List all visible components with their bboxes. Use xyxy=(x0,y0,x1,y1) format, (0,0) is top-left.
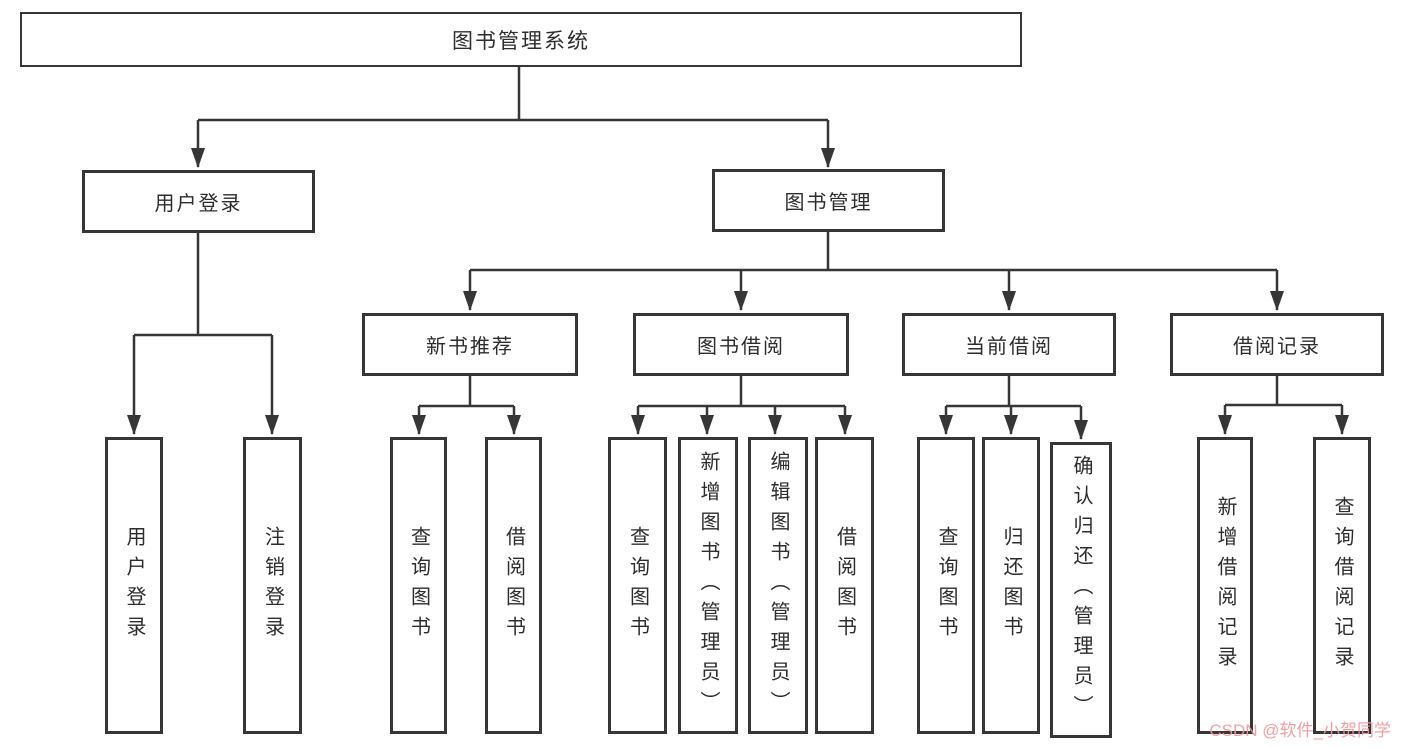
leaf-query-books-current: 查询图书 xyxy=(917,437,975,734)
node-label: 图书管理系统 xyxy=(452,29,590,53)
leaf-add-books-admin: 新增图书（管理员） xyxy=(678,437,738,734)
node-book-borrowing: 图书借阅 xyxy=(633,313,849,376)
node-book-management: 图书管理 xyxy=(712,169,945,232)
node-label: 查询图书 xyxy=(626,525,649,646)
leaf-return-books: 归还图书 xyxy=(982,437,1040,734)
node-borrowing-records: 借阅记录 xyxy=(1170,313,1384,376)
leaf-logout: 注销登录 xyxy=(243,437,302,734)
node-label: 新增借阅记录 xyxy=(1214,495,1236,676)
node-label: 归还图书 xyxy=(1000,525,1022,646)
leaf-borrow-books-borrowing: 借阅图书 xyxy=(815,437,874,734)
leaf-borrow-books-recommend: 借阅图书 xyxy=(485,437,542,734)
node-label: 注销登录 xyxy=(261,525,284,646)
leaf-user-login: 用户登录 xyxy=(105,437,163,734)
leaf-add-borrow-record: 新增借阅记录 xyxy=(1197,437,1253,734)
csdn-watermark: CSDN @软件_小贺同学 xyxy=(1209,721,1391,740)
node-library-management-system: 图书管理系统 xyxy=(20,12,1022,67)
node-user-login: 用户登录 xyxy=(82,170,315,233)
node-label: 图书管理 xyxy=(784,192,873,214)
leaf-query-books-borrowing: 查询图书 xyxy=(608,437,667,734)
node-label: 新书推荐 xyxy=(426,336,514,358)
node-label: 借阅图书 xyxy=(502,525,525,646)
leaf-confirm-return-admin: 确认归还（管理员） xyxy=(1050,442,1112,738)
node-label: 借阅图书 xyxy=(833,525,856,646)
node-label: 用户登录 xyxy=(154,193,243,215)
node-new-book-recommendation: 新书推荐 xyxy=(362,313,578,376)
node-current-borrowing: 当前借阅 xyxy=(902,313,1116,376)
node-label: 新增图书（管理员） xyxy=(697,450,719,721)
node-label: 当前借阅 xyxy=(965,336,1053,358)
node-label: 查询借阅记录 xyxy=(1331,495,1353,676)
node-label: 用户登录 xyxy=(123,525,145,646)
node-label: 借阅记录 xyxy=(1233,336,1321,358)
node-label: 图书借阅 xyxy=(697,336,785,358)
leaf-edit-books-admin: 编辑图书（管理员） xyxy=(748,437,808,734)
node-label: 编辑图书（管理员） xyxy=(767,450,789,721)
leaf-query-borrow-record: 查询借阅记录 xyxy=(1313,437,1371,734)
node-label: 确认归还（管理员） xyxy=(1070,455,1092,725)
node-label: 查询图书 xyxy=(407,525,430,646)
leaf-query-books-recommend: 查询图书 xyxy=(390,437,447,734)
node-label: 查询图书 xyxy=(935,525,957,646)
